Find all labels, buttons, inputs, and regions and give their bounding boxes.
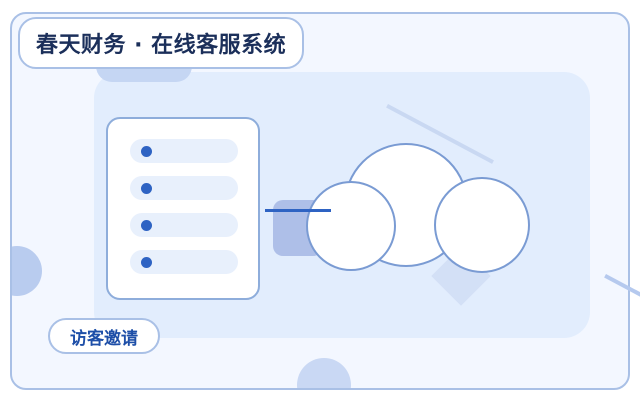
- bullet-dot-icon: [141, 220, 152, 231]
- bullet-dot-icon: [141, 183, 152, 194]
- title-badge: 春天财务 · 在线客服系统: [18, 17, 305, 69]
- bullet-dot-icon: [141, 257, 152, 268]
- cloud-bubble-right: [434, 177, 530, 273]
- bullet-dot-icon: [141, 146, 152, 157]
- decorative-circle-bottom: [297, 358, 351, 388]
- list-item[interactable]: [130, 250, 238, 274]
- decorative-circle-left: [12, 246, 42, 296]
- visitor-invite-label: 访客邀请: [70, 328, 138, 349]
- conversation-list-card: [106, 117, 260, 300]
- connector-line: [265, 209, 331, 212]
- page-title: 春天财务 · 在线客服系统: [36, 33, 287, 58]
- visitor-invite-button[interactable]: 访客邀请: [48, 318, 160, 354]
- cloud-bubble-left: [306, 181, 396, 271]
- list-item[interactable]: [130, 176, 238, 200]
- list-item[interactable]: [130, 139, 238, 163]
- list-item[interactable]: [130, 213, 238, 237]
